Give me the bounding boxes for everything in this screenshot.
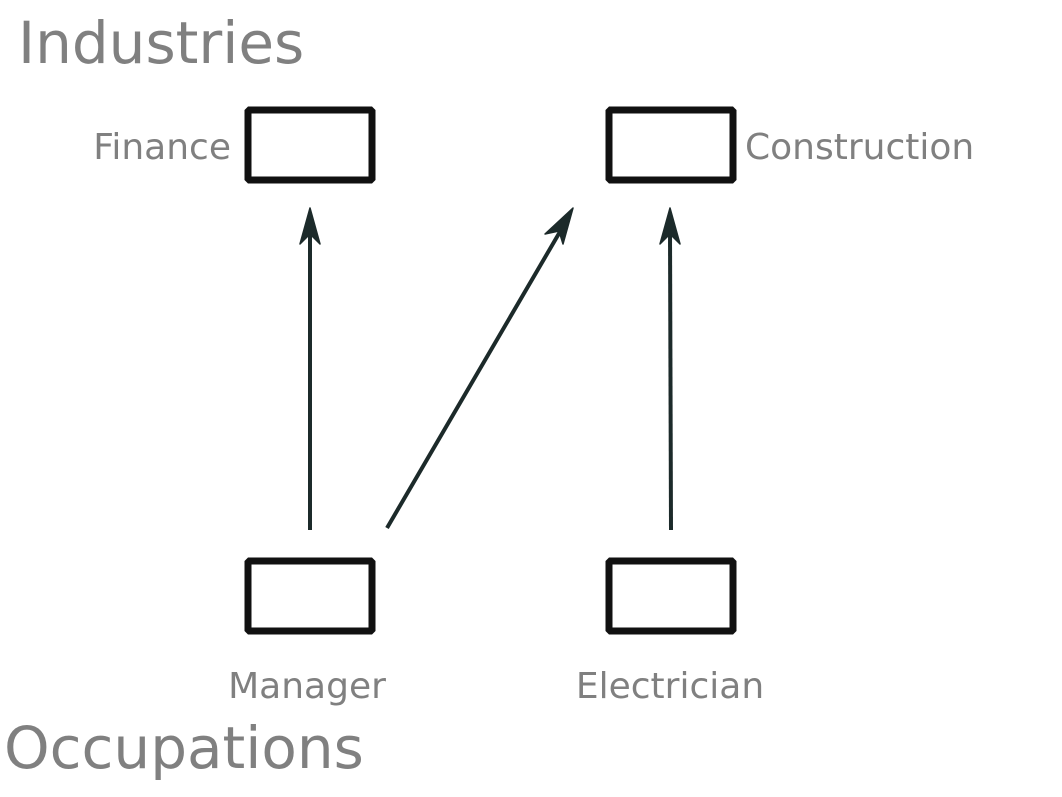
- node-label-finance: Finance: [93, 127, 231, 168]
- arrowhead-manager-to-finance: [299, 207, 321, 245]
- node-label-manager: Manager: [228, 666, 386, 707]
- node-box-manager[interactable]: [244, 557, 376, 635]
- node-box-construction[interactable]: [605, 106, 737, 184]
- edge-manager-to-construction: [385, 228, 563, 530]
- node-label-construction: Construction: [745, 127, 974, 168]
- arrowhead-electrician-to-construction: [659, 207, 681, 245]
- group-title-industries: Industries: [18, 9, 304, 77]
- arrowhead-manager-to-construction: [544, 207, 574, 245]
- node-box-electrician[interactable]: [605, 557, 737, 635]
- node-label-electrician: Electrician: [576, 666, 764, 707]
- group-title-occupations: Occupations: [4, 714, 364, 782]
- node-box-finance[interactable]: [244, 106, 376, 184]
- edge-electrician-to-construction: [668, 231, 673, 531]
